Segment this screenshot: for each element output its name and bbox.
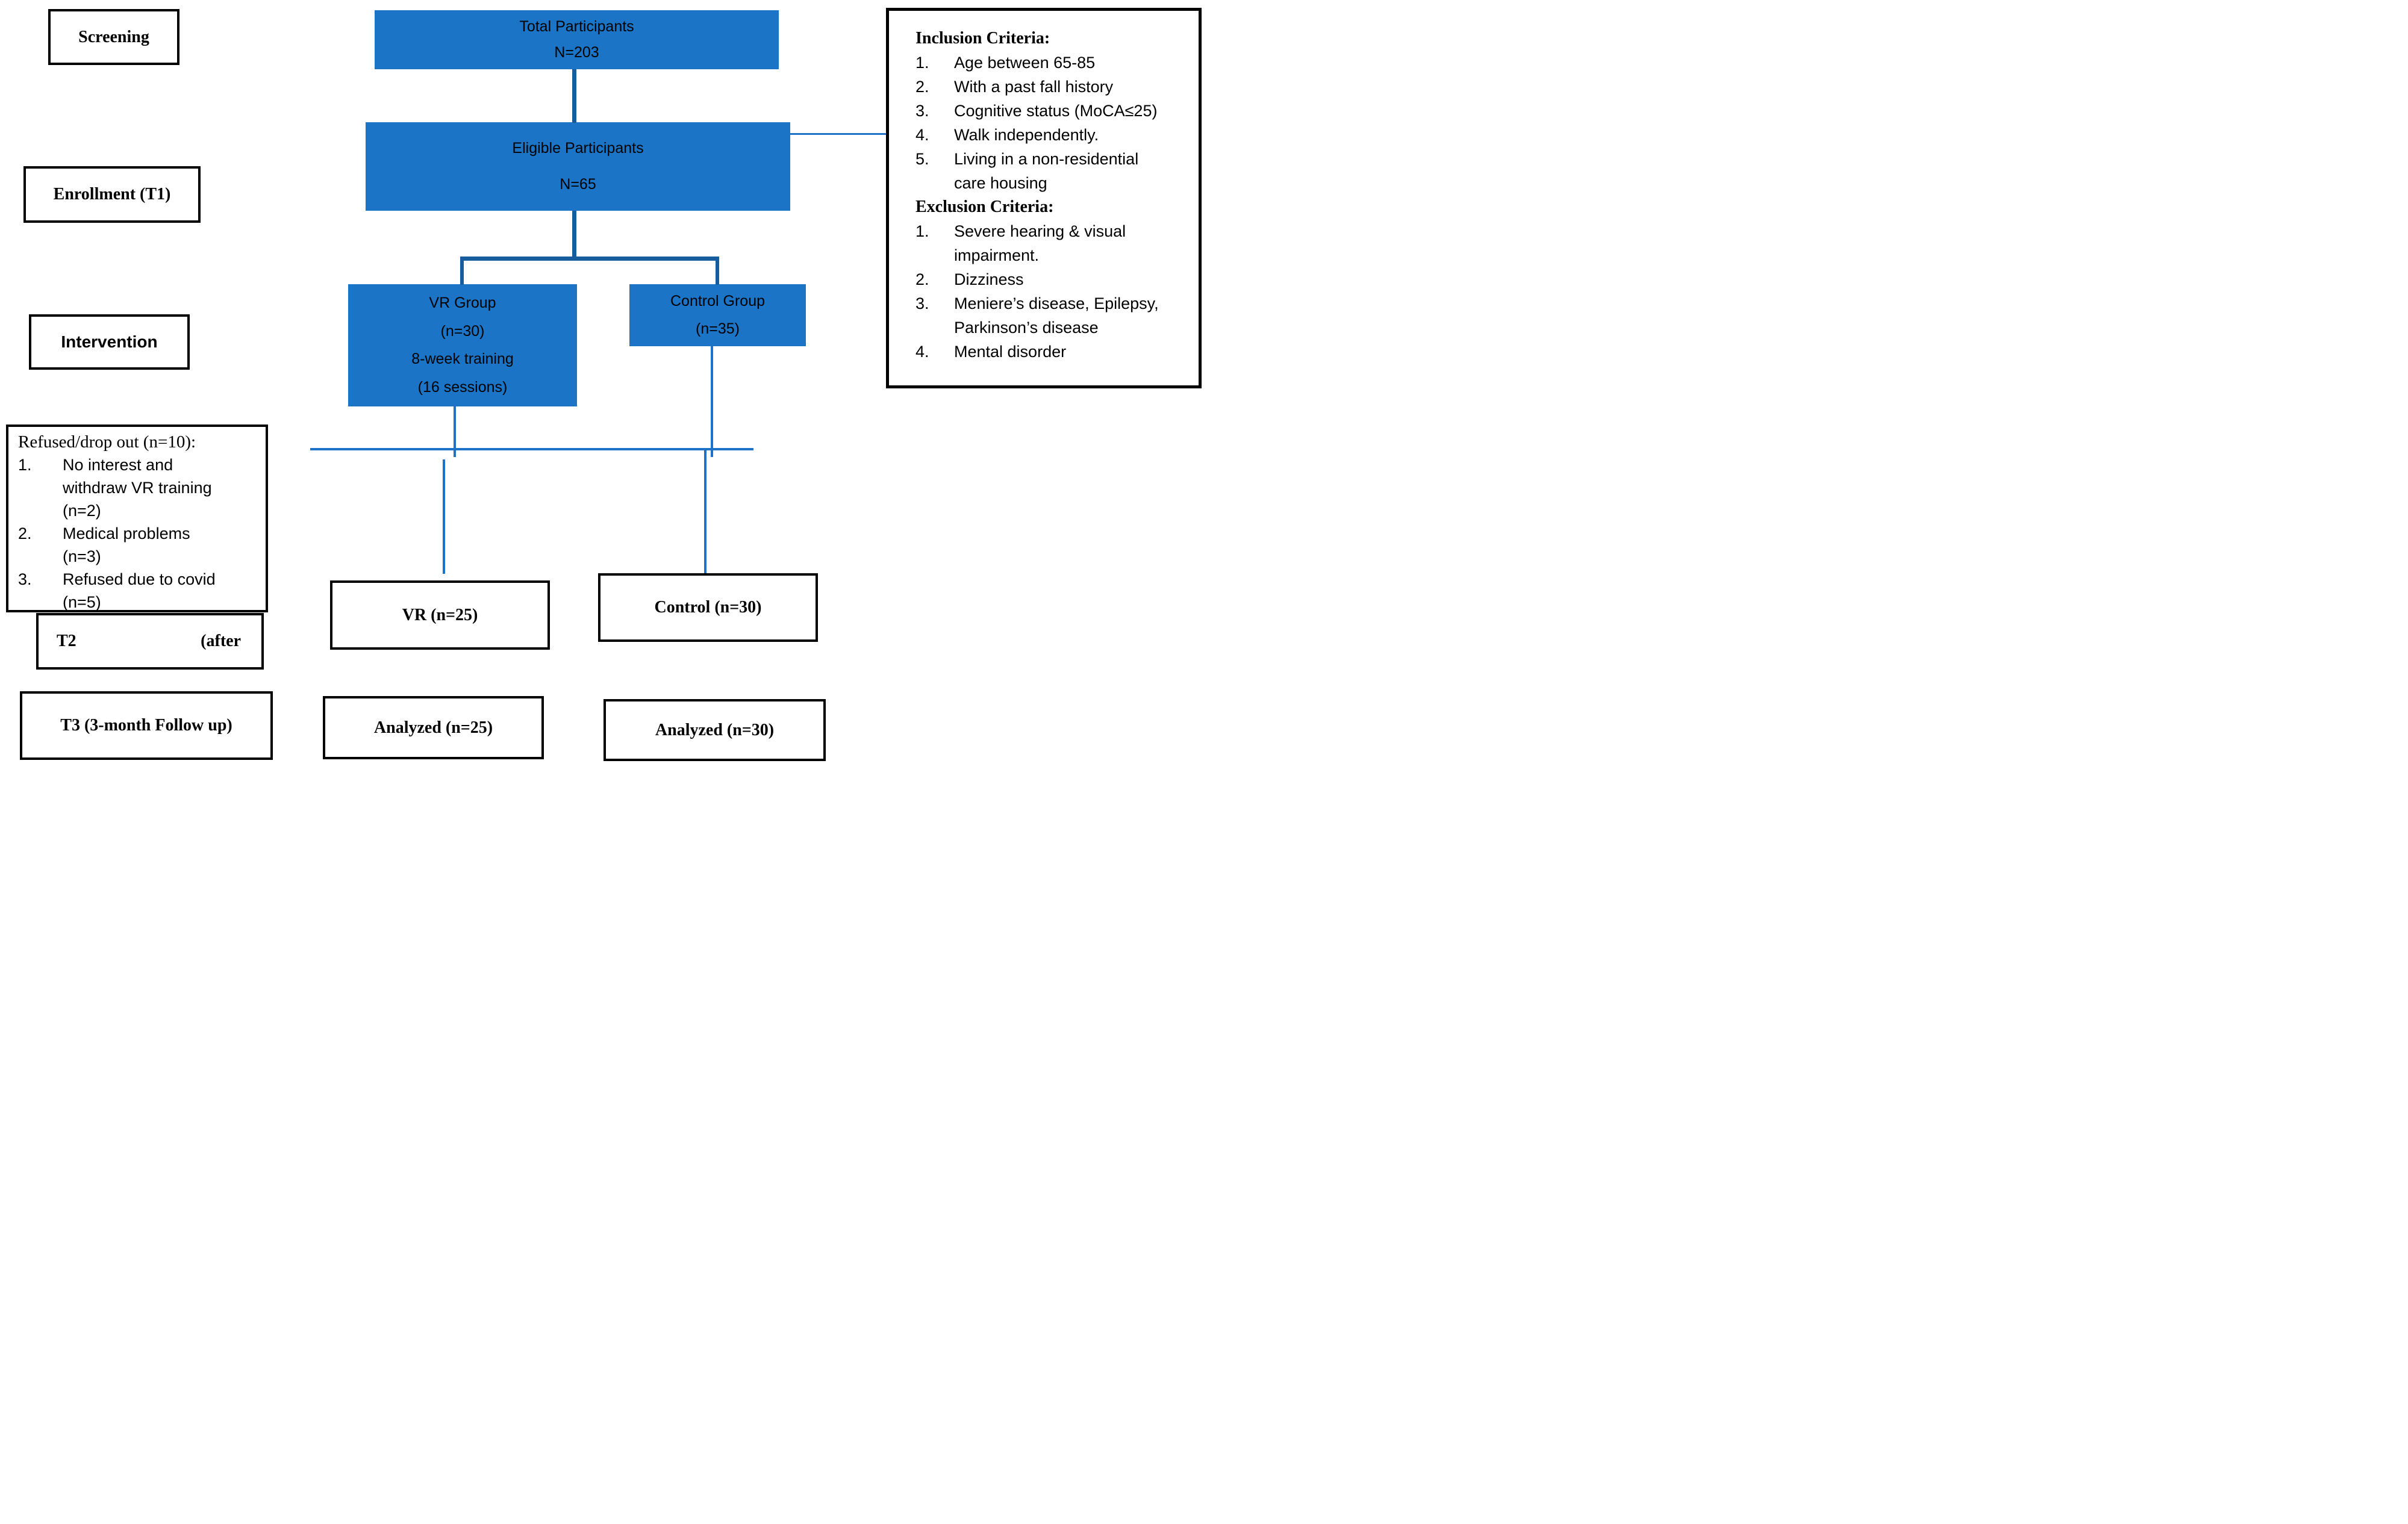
split-drop-left [460, 257, 464, 285]
inclusion-item: 2. With a past fall history [915, 78, 1114, 96]
stage-box-t2: T2 (after [36, 613, 264, 670]
connector-control-drop [704, 450, 706, 573]
refused-line: 2. Medical problems [18, 524, 190, 543]
stage-label-enrollment: Enrollment (T1) [53, 185, 171, 204]
connector-vr-group-stub [454, 406, 456, 457]
total-participants-count: N=203 [554, 44, 599, 61]
inclusion-item: 4. Walk independently. [915, 126, 1099, 144]
inclusion-item: 1. Age between 65-85 [915, 54, 1096, 72]
stage-box-t3: T3 (3-month Follow up) [20, 691, 273, 760]
vr-group-box: VR Group (n=30) 8-week training (16 sess… [348, 284, 577, 406]
eligible-participants-line1: Eligible Participants [512, 140, 644, 157]
inclusion-item: 5. Living in a non-residential [915, 150, 1139, 168]
analyzed-control-box: Analyzed (n=30) [604, 699, 826, 761]
inclusion-item: care housing [954, 174, 1047, 192]
stage-label-screening: Screening [78, 27, 149, 46]
inclusion-item: 3. Cognitive status (MoCA≤25) [915, 102, 1158, 120]
criteria-box: Inclusion Criteria: 1. Age between 65-85… [886, 8, 1202, 388]
analyzed-vr-label: Analyzed (n=25) [373, 718, 493, 737]
exclusion-item: 3. Meniere’s disease, Epilepsy, [915, 294, 1159, 313]
eligible-participants-count: N=65 [560, 175, 596, 193]
refused-line: withdraw VR training [63, 479, 212, 497]
connector-eligible-to-split [572, 211, 576, 259]
exclusion-criteria-title: Exclusion Criteria: [915, 197, 1054, 216]
split-bar [460, 257, 719, 261]
stage-label-t3: T3 (3-month Follow up) [60, 716, 232, 735]
inclusion-criteria-title: Inclusion Criteria: [915, 29, 1050, 48]
connector-control-group-stub [711, 346, 713, 457]
vr-group-line4: (16 sessions) [417, 379, 508, 396]
connector-vr-drop [443, 459, 445, 574]
vr-outcome-label: VR (n=25) [402, 605, 478, 624]
control-outcome-label: Control (n=30) [654, 598, 762, 617]
refused-line: (n=3) [63, 547, 101, 565]
vr-group-count: (n=30) [440, 322, 485, 340]
refused-dropout-box: Refused/drop out (n=10): 1. No interest … [6, 425, 268, 612]
stage-label-intervention: Intervention [61, 332, 158, 351]
total-participants-box: Total Participants N=203 [375, 10, 779, 69]
control-group-count: (n=35) [696, 320, 740, 337]
split-drop-right [716, 257, 719, 285]
eligible-participants-box: Eligible Participants N=65 [366, 122, 790, 211]
connector-eligible-to-criteria [790, 133, 886, 135]
vr-group-line3: 8-week training [411, 350, 514, 368]
refused-line: (n=5) [63, 593, 101, 611]
exclusion-item: impairment. [954, 246, 1040, 264]
stage-box-intervention: Intervention [29, 314, 190, 370]
stage-label-t2: T2 [57, 632, 76, 650]
vr-outcome-box: VR (n=25) [330, 580, 550, 650]
stage-label-t2-after: (after [201, 632, 241, 650]
consort-flow-diagram: Screening Enrollment (T1) Intervention R… [0, 0, 1204, 762]
crossbar-line [310, 448, 753, 450]
stage-box-enrollment: Enrollment (T1) [23, 166, 201, 223]
exclusion-item: Parkinson’s disease [954, 319, 1099, 337]
vr-group-line1: VR Group [429, 294, 496, 311]
total-participants-line1: Total Participants [519, 18, 634, 35]
analyzed-vr-box: Analyzed (n=25) [323, 696, 544, 759]
exclusion-item: 4. Mental disorder [915, 343, 1067, 361]
refused-title: Refused/drop out (n=10): [18, 432, 196, 452]
control-group-line1: Control Group [670, 293, 766, 310]
exclusion-item: 2. Dizziness [915, 270, 1024, 288]
analyzed-control-label: Analyzed (n=30) [655, 720, 775, 739]
control-group-box: Control Group (n=35) [629, 284, 806, 346]
exclusion-item: 1. Severe hearing & visual [915, 222, 1126, 240]
refused-line: 3. Refused due to covid [18, 570, 216, 588]
refused-line: (n=2) [63, 502, 101, 520]
stage-box-screening: Screening [48, 9, 179, 65]
connector-total-to-eligible [572, 69, 576, 123]
refused-line: 1. No interest and [18, 456, 173, 474]
control-outcome-box: Control (n=30) [598, 573, 818, 642]
